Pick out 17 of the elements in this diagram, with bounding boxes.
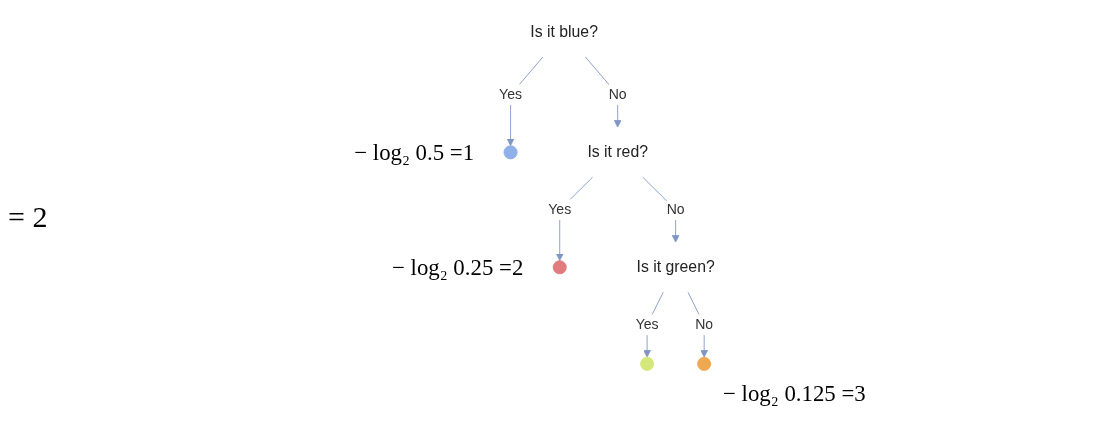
edge-label: No: [695, 316, 714, 332]
edge-label: Yes: [499, 86, 523, 102]
node-circle: [552, 260, 567, 275]
node-label: − log₂ 0.25 =2: [391, 254, 524, 281]
node-text: Is it green?: [636, 258, 715, 276]
node-circle: [640, 356, 655, 371]
node-text: Is it red?: [587, 143, 648, 161]
edge-label: Yes: [635, 316, 659, 332]
node-label: − log₂ 0.125 =3: [723, 380, 866, 407]
edge-label: Yes: [548, 201, 572, 217]
node-text: Is it blue?: [530, 22, 598, 41]
equation-text: = 2: [8, 200, 48, 234]
node-circle: [697, 356, 712, 371]
edge-label: No: [666, 201, 685, 217]
node-circle: [503, 145, 518, 160]
edge-label: No: [608, 86, 627, 102]
node-label: − log₂ 0.5 =1: [354, 139, 475, 166]
